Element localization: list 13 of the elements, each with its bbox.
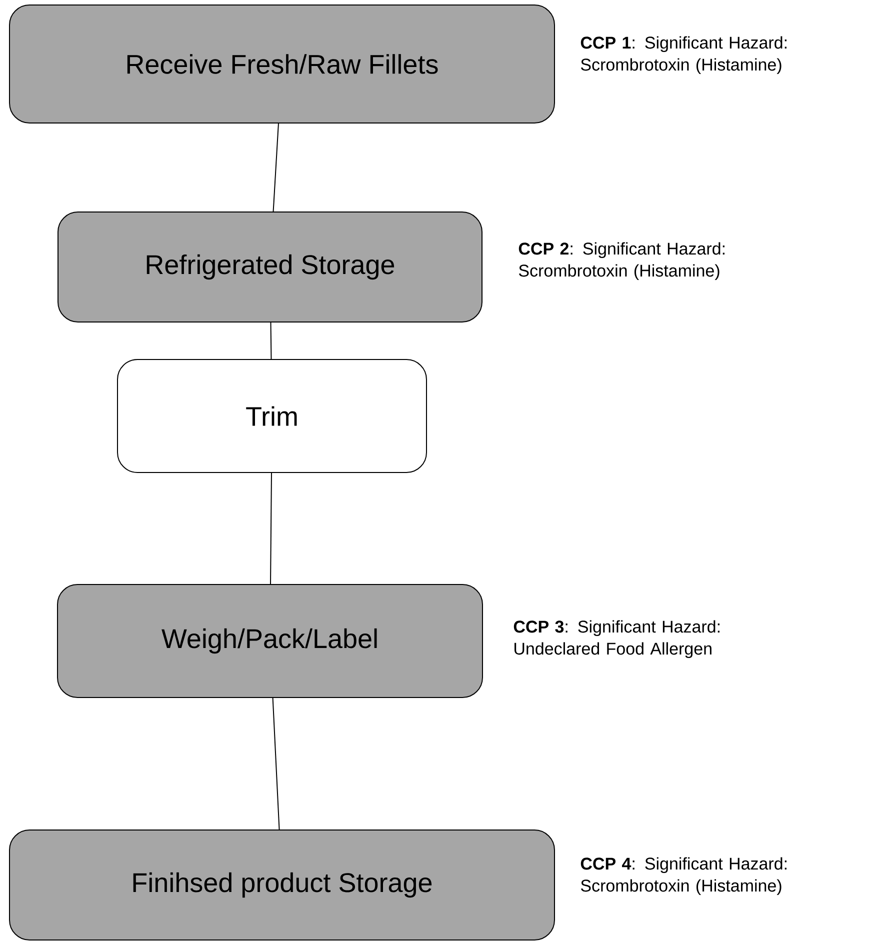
connector-line — [270, 472, 272, 584]
annotation-text: CCP 2: Significant Hazard: Scrombrotoxin (Histamine) — [518, 242, 724, 280]
process-box: Receive Fresh/Raw Fillets — [9, 4, 555, 124]
connector-line — [272, 123, 279, 212]
annotation-text: CCP 4: Significant Hazard: Scrombrotoxin (Histamine) — [580, 857, 786, 896]
process-box: Weigh/Pack/Label — [57, 584, 483, 698]
annotation-text: CCP 1: Significant Hazard: Scrombrotoxin (Histamine) — [580, 36, 786, 74]
annotation-text: CCP 3: Significant Hazard: Undeclared Food Allergen — [514, 620, 720, 658]
process-box: Refrigerated Storage — [58, 212, 482, 322]
process-box: Trim — [117, 359, 427, 473]
connector-line — [272, 698, 280, 830]
connector-line — [270, 322, 272, 360]
process-box: Finihsed product Storage — [9, 830, 555, 940]
